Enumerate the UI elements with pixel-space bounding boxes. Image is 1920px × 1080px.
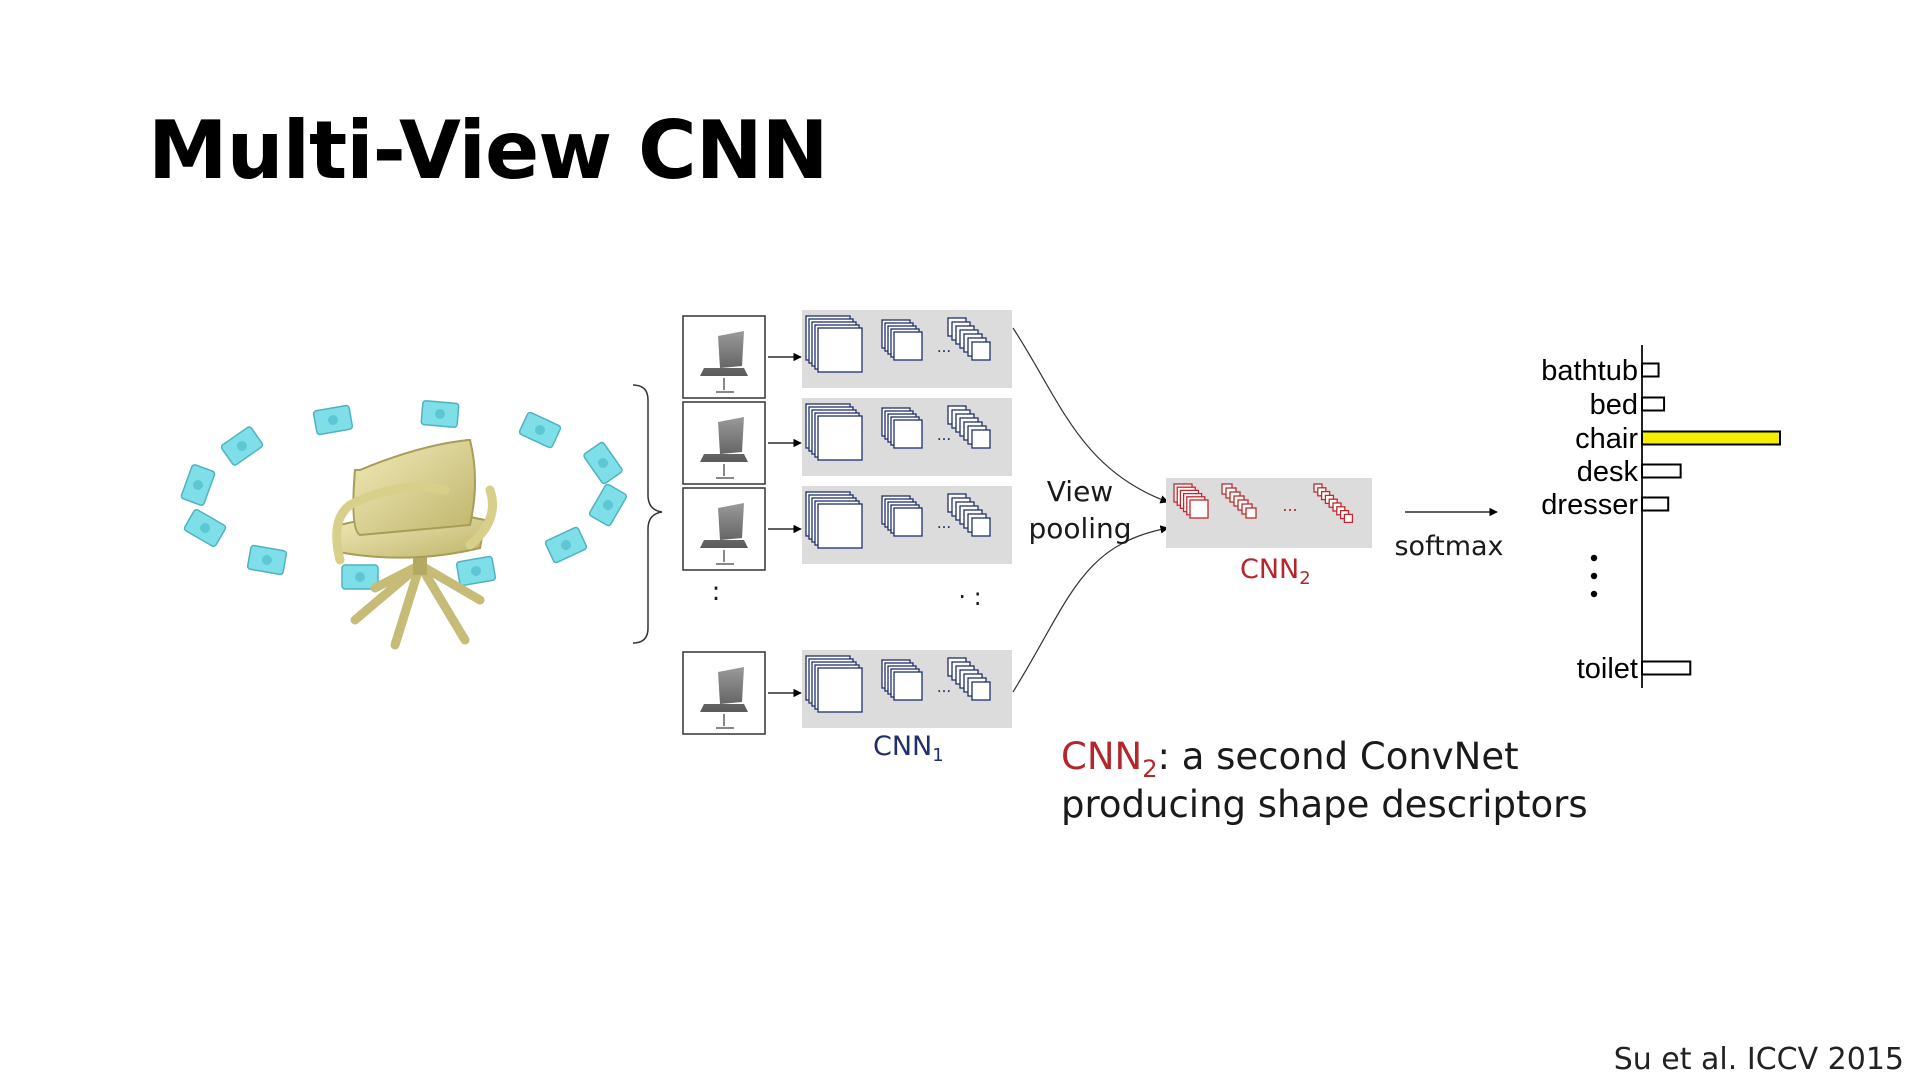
cnn1-panel: ... — [802, 486, 1012, 564]
camera-lens — [355, 572, 365, 582]
camera-lens — [262, 555, 272, 565]
chair-view-silhouette — [700, 331, 748, 376]
cnn1-panel: ... — [802, 650, 1012, 728]
softmax-label: softmax — [1394, 531, 1503, 562]
citation: Su et al. ICCV 2015 — [1613, 1042, 1904, 1077]
camera-icon — [341, 564, 379, 590]
category-label: dresser — [1541, 489, 1638, 521]
camera-lens — [328, 415, 338, 425]
view-pooling-label-line1: View — [1047, 475, 1113, 508]
caption-line1: CNN2: a second ConvNet — [1061, 735, 1519, 783]
cnn2-feature-map — [1245, 507, 1257, 519]
chair-view-base — [716, 550, 734, 565]
feature-map — [817, 503, 863, 549]
caption-line2: producing shape descriptors — [1061, 783, 1588, 826]
view-pooling-arrows — [1012, 327, 1169, 693]
camera-icon — [583, 441, 623, 485]
category-label: bathtub — [1541, 355, 1638, 387]
camera-icon — [518, 411, 562, 449]
score-bar — [1641, 463, 1682, 479]
camera-icon — [246, 544, 288, 576]
cnn2-dots: ... — [1282, 496, 1297, 515]
camera-icon — [544, 526, 588, 564]
rendered-view — [682, 401, 802, 485]
rendered-view — [682, 315, 802, 399]
score-bar — [1641, 430, 1781, 446]
camera-icon — [420, 399, 460, 429]
cnn1-panel: ... — [802, 398, 1012, 476]
cnn1-dots: ... — [937, 678, 951, 696]
chair-with-camera-ring — [180, 399, 628, 650]
camera-lens — [535, 425, 545, 435]
camera-icon — [588, 483, 628, 527]
score-bar — [1641, 660, 1692, 676]
camera-lens — [598, 458, 608, 468]
views-vertical-dots: : — [712, 577, 721, 607]
feature-map — [893, 419, 923, 449]
category-label: bed — [1590, 389, 1638, 421]
category-label: chair — [1575, 423, 1638, 455]
view-pooling-label-line2: pooling — [1028, 512, 1131, 545]
cnn1-dots: ... — [937, 338, 951, 356]
cnn1-panels: ............ — [802, 310, 1012, 728]
cnn2-panel — [1166, 478, 1372, 548]
score-vertical-dots — [1590, 554, 1598, 598]
chair-view-silhouette — [700, 667, 748, 712]
score-bar — [1641, 362, 1660, 378]
cnn2-label: CNN2 — [1240, 554, 1311, 589]
camera-lens — [471, 566, 481, 576]
camera-ring — [180, 399, 628, 590]
camera-icon — [183, 508, 227, 548]
chair-view-silhouette — [700, 503, 748, 548]
feature-map — [893, 331, 923, 361]
category-label: toilet — [1577, 653, 1638, 685]
feature-map — [893, 507, 923, 537]
chair-view-silhouette — [700, 417, 748, 462]
cnn1-label: CNN1 — [873, 731, 944, 766]
camera-icon — [180, 464, 216, 506]
rendered-view — [682, 487, 802, 571]
camera-lens — [435, 409, 445, 419]
feature-map — [971, 517, 991, 537]
feature-map — [817, 415, 863, 461]
cnn2-feature-map — [1343, 513, 1354, 524]
camera-lens — [603, 500, 613, 510]
feature-map — [817, 327, 863, 373]
camera-lens — [193, 480, 203, 490]
camera-icon — [220, 426, 264, 466]
camera-icon — [312, 404, 354, 436]
feature-map — [971, 341, 991, 361]
chair-illustration — [332, 439, 497, 650]
feature-map — [893, 671, 923, 701]
camera-lens — [200, 523, 210, 533]
rendered-view — [682, 651, 802, 735]
cnn1-dots: ... — [937, 514, 951, 532]
slide-title: Multi-View CNN — [148, 104, 829, 197]
category-label: desk — [1577, 456, 1639, 488]
camera-lens — [561, 540, 571, 550]
cnn1-panel: ... — [802, 310, 1012, 388]
cnn1-dots: ... — [937, 426, 951, 444]
chair-view-base — [716, 378, 734, 393]
brace — [632, 384, 663, 644]
feature-map — [971, 681, 991, 701]
chair-view-base — [716, 714, 734, 729]
rendered-views-column — [682, 315, 802, 735]
cnn2-feature-map — [1189, 499, 1209, 519]
chair-view-base — [716, 464, 734, 479]
score-bar — [1641, 496, 1670, 512]
camera-lens — [237, 441, 247, 451]
camera-icon — [455, 555, 497, 587]
cnn1-panels-dots: · : — [958, 583, 981, 611]
feature-map — [971, 429, 991, 449]
feature-map — [817, 667, 863, 713]
score-bar — [1641, 396, 1666, 412]
